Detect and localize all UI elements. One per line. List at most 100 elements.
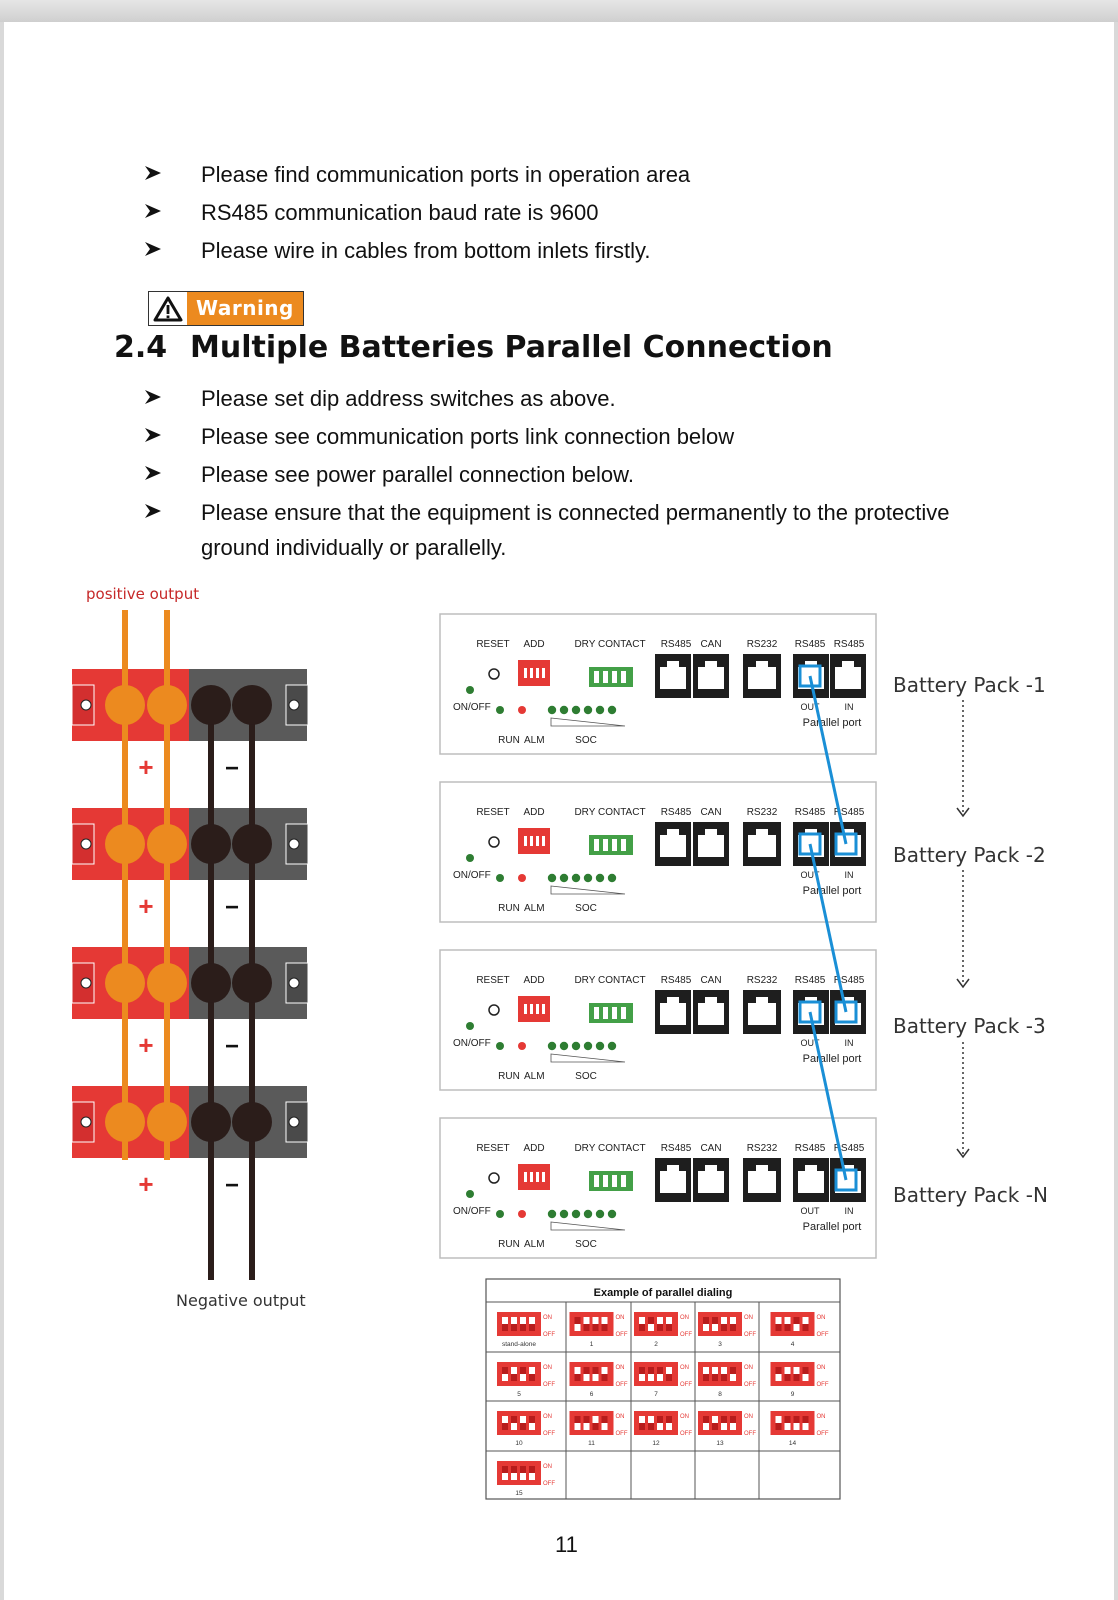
port-socket xyxy=(660,1171,686,1193)
soc-led xyxy=(595,1209,605,1219)
dip-lever xyxy=(583,1324,590,1331)
parallel-port-label: Parallel port xyxy=(803,717,862,729)
dip-lever xyxy=(657,1416,663,1423)
rj45-plug xyxy=(798,832,822,856)
off-label: OFF xyxy=(817,1431,829,1437)
on-label: ON xyxy=(817,1365,826,1371)
off-label: OFF xyxy=(543,1481,555,1487)
port-latch xyxy=(667,661,679,668)
dip-lever xyxy=(601,1374,608,1381)
dip-lever xyxy=(592,1324,599,1331)
dip-lever xyxy=(592,1423,599,1430)
reset-button xyxy=(488,836,500,848)
connector-pin xyxy=(594,1007,599,1019)
add-label: ADD xyxy=(523,1143,544,1154)
parallel-link-cable xyxy=(808,675,848,845)
soc-led xyxy=(595,873,605,883)
minus-sign: − xyxy=(225,755,239,782)
soc-led xyxy=(571,705,581,715)
positive-output-label: positive output xyxy=(86,585,200,603)
dip-lever xyxy=(703,1317,709,1324)
dip-address-label: stand-alone xyxy=(502,1341,536,1348)
plus-sign: + xyxy=(138,1030,153,1060)
run-led xyxy=(496,1210,504,1218)
off-label: OFF xyxy=(680,1332,692,1338)
port-socket xyxy=(660,1003,686,1025)
dip-lever xyxy=(502,1466,508,1473)
positive-stud xyxy=(105,824,145,864)
on-label: ON xyxy=(817,1315,826,1321)
add-dip-switch xyxy=(518,996,550,1022)
port-latch xyxy=(667,1165,679,1172)
alm-label: ALM xyxy=(524,903,545,914)
port-latch xyxy=(756,829,768,836)
dip-toggle xyxy=(530,836,533,846)
dip-toggle xyxy=(542,668,545,678)
dip-lever xyxy=(529,1324,535,1331)
dip-lever xyxy=(648,1423,654,1430)
dip-lever xyxy=(775,1367,782,1374)
soc-led xyxy=(595,1041,605,1051)
dip-lever xyxy=(520,1423,526,1430)
dip-lever xyxy=(502,1367,508,1374)
rj45-plug xyxy=(798,664,822,688)
add-label: ADD xyxy=(523,639,544,650)
dip-toggle xyxy=(542,1172,545,1182)
dip-address-label: 10 xyxy=(515,1440,523,1447)
rs485-out-label: RS485 xyxy=(795,1143,826,1154)
dip-lever xyxy=(721,1324,727,1331)
mount-hole xyxy=(288,699,300,711)
soc-wedge xyxy=(550,1221,626,1231)
soc-led xyxy=(547,1041,557,1051)
off-label: OFF xyxy=(543,1332,555,1338)
add-label: ADD xyxy=(523,807,544,818)
soc-led xyxy=(547,705,557,715)
dip-address-label: 7 xyxy=(654,1391,658,1398)
on-label: ON xyxy=(744,1414,753,1420)
power-led xyxy=(466,854,474,862)
bullet-text: RS485 communication baud rate is 9600 xyxy=(201,200,599,225)
can-label: CAN xyxy=(700,1143,721,1154)
reset-button xyxy=(488,668,500,680)
dip-address-label: 15 xyxy=(515,1490,523,1497)
soc-led xyxy=(571,1209,581,1219)
table-title: Example of parallel dialing xyxy=(594,1287,733,1299)
port-latch xyxy=(756,997,768,1004)
rs232-label: RS232 xyxy=(747,1143,778,1154)
run-led xyxy=(496,706,504,714)
parallel-link-cable xyxy=(808,843,848,1013)
on-label: ON xyxy=(680,1315,689,1321)
viewer-top-bar xyxy=(0,0,1118,22)
plus-sign: + xyxy=(138,1169,153,1199)
port-latch xyxy=(705,1165,717,1172)
reset-label: RESET xyxy=(476,975,509,986)
on-label: ON xyxy=(616,1414,625,1420)
port-socket xyxy=(660,667,686,689)
port-socket xyxy=(748,835,776,857)
soc-led xyxy=(583,705,593,715)
connector-pin xyxy=(612,1007,617,1019)
dry-contact-label: DRY CONTACT xyxy=(574,975,645,986)
alarm-led xyxy=(518,1042,526,1050)
port-socket xyxy=(698,1003,724,1025)
dip-lever xyxy=(574,1374,581,1381)
rs232-label: RS232 xyxy=(747,807,778,818)
negative-stud xyxy=(191,963,231,1003)
add-label: ADD xyxy=(523,975,544,986)
soc-led xyxy=(583,1209,593,1219)
connector-pin xyxy=(594,671,599,683)
dip-address-label: 6 xyxy=(590,1391,594,1398)
dip-lever xyxy=(601,1324,608,1331)
off-label: OFF xyxy=(744,1382,756,1388)
port-socket xyxy=(698,1171,724,1193)
rs485-out-label: RS485 xyxy=(795,639,826,650)
port-socket xyxy=(798,1171,824,1193)
can-label: CAN xyxy=(700,639,721,650)
dip-lever xyxy=(648,1367,654,1374)
dip-lever xyxy=(657,1324,663,1331)
